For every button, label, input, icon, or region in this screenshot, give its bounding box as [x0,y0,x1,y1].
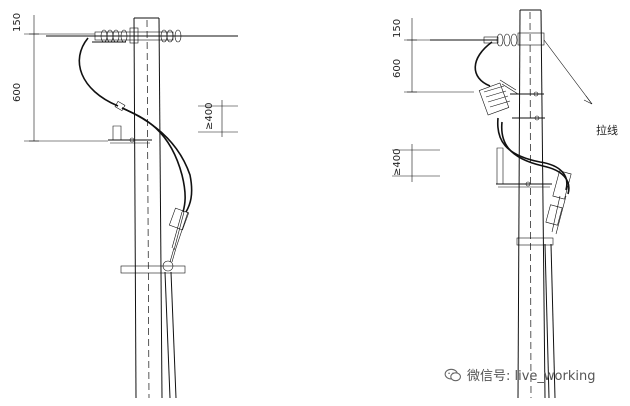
right-pole-clamp [517,32,545,46]
right-insulator-stack [478,82,511,116]
left-drop-cable [78,37,119,107]
left-pole-clamp [129,27,139,44]
right-strain-insulators [496,33,518,47]
wechat-icon [444,368,461,381]
right-cable-run-1 [544,243,550,399]
left-cable-1 [121,107,186,213]
right-drop-cable [474,41,493,87]
right-pole-centerline [529,11,532,399]
right-cable-1 [496,117,568,191]
left-dim-150: 150 [12,13,23,32]
watermark-text: 微信号: live_working [467,369,596,384]
right-pole-edge-left [517,9,521,399]
left-cable-run-1 [164,271,171,399]
right-pole-assembly: 拉线 [392,9,618,399]
left-pole-centerline [146,19,150,399]
stay-wire [543,39,593,105]
left-cable-run-2 [170,271,177,399]
watermark: 微信号: live_working [444,365,596,384]
left-arrester [112,125,122,140]
right-pole-edge-right [540,9,546,399]
right-terminations [551,195,567,235]
right-arrester [496,147,504,184]
left-pole-edge-right [158,17,163,399]
left-pole-assembly: 150 600 ≥400 [12,13,238,399]
left-terminations [171,211,189,251]
right-dim-400: ≥400 [392,149,403,176]
left-lower-bracket [120,265,186,274]
right-cable-2 [500,121,570,195]
right-dim-150: 150 [392,19,403,38]
right-lower-bracket [516,237,554,246]
left-pole-edge-left [133,17,137,399]
left-cable-2 [121,107,193,213]
stay-wire-label: 拉线 [596,123,618,137]
right-termination-upper [552,170,572,200]
left-dim-600: 600 [12,83,23,102]
right-cable-run-2 [550,243,556,399]
right-dim-600: 600 [392,59,403,78]
left-dim-400: ≥400 [204,103,215,130]
